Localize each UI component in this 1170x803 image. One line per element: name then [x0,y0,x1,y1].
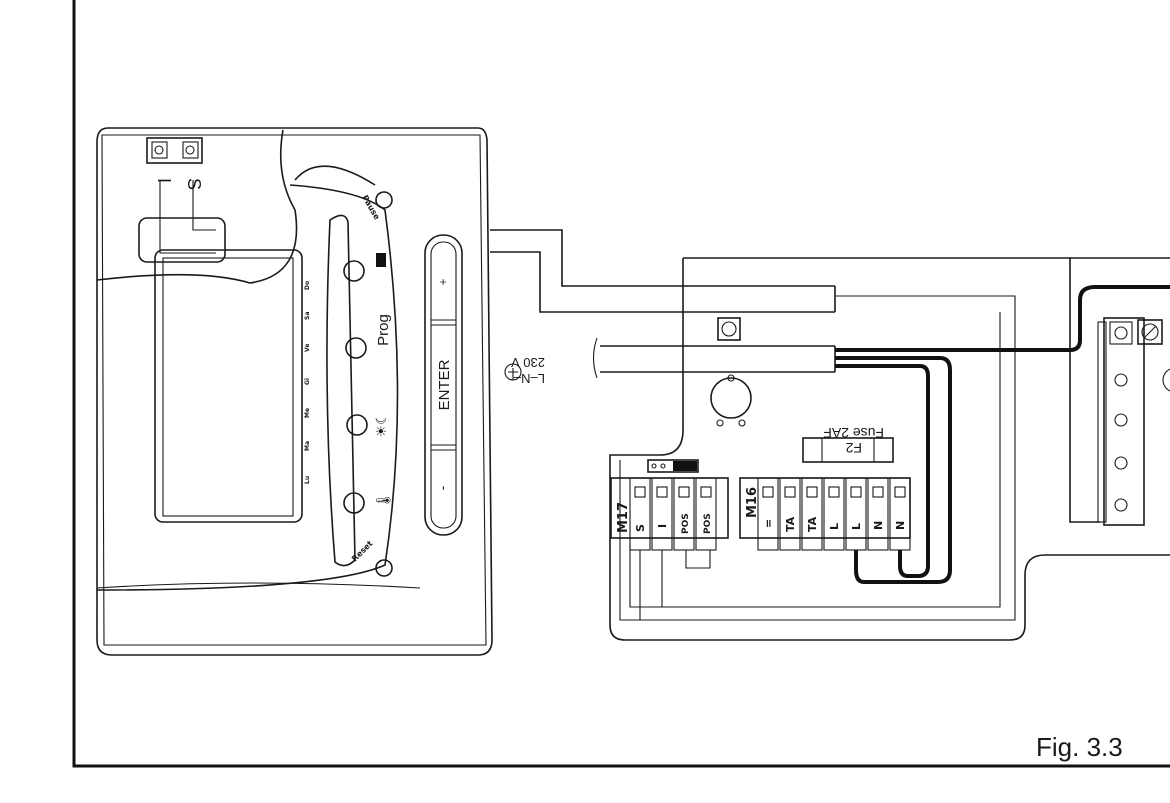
m16-terminal: N [894,521,907,530]
temperature-button[interactable] [343,492,365,514]
reset-label: Reset [350,539,375,564]
fuse-f2 [802,437,894,463]
room-thermostat: I S Lu Ma Me Gi Ve Sa Do Pause Reset Pro… [96,127,493,656]
comfort-economy-button[interactable] [346,414,368,436]
terminal-block-m16: = TA TA L L N N [757,477,911,551]
day-label: Lu [304,476,311,484]
m17-label: M17 [616,502,631,533]
terminal-label-s: S [184,178,204,190]
day-label: Sa [304,312,311,320]
sun-moon-icon: ☀☾ [373,412,389,437]
pause-button[interactable] [375,191,393,209]
plus-button[interactable]: + [436,278,450,285]
line-neutral-label: L–N– [513,371,545,386]
enter-button[interactable]: ENTER [436,359,453,410]
pause-label: Pause [360,194,382,222]
m16-terminal: TA [784,516,797,532]
thermometer-icon: 🌡 [375,491,391,509]
fuse-label: Fuse 2AF [823,425,884,441]
m16-terminal: = [762,519,775,528]
m17-terminal-pos: POS [703,513,713,534]
boiler-board: Fuse 2AF F2 M17 S I POS POS M16 = TA [609,257,1170,641]
thermostat-cable [490,229,835,313]
m17-terminal-pos: POS [681,513,691,534]
terminal-label-i: I [154,178,174,183]
figure-caption: Fig. 3.3 [1036,732,1123,762]
figure-frame [72,0,1170,768]
mode-button[interactable] [343,260,365,282]
enter-rocker[interactable] [424,234,463,536]
day-labels: Lu Ma Me Gi Ve Sa Do [304,281,311,484]
m16-terminal: L [850,523,863,530]
day-label: Gi [304,378,311,385]
right-terminal-strip [1097,317,1170,526]
day-label: Ma [304,441,311,451]
display-screen [154,249,303,523]
day-label: Ve [304,344,311,352]
power-cable: 230 V L–N– [504,337,836,386]
m16-terminal: N [872,521,885,530]
fuse-id: F2 [845,440,862,456]
mode-icon [376,253,386,267]
prog-button[interactable] [345,337,367,359]
voltage-label: 230 V [511,355,545,370]
m16-label: M16 [745,487,760,518]
minus-button[interactable]: - [434,485,450,490]
prog-label: Prog [375,314,392,346]
m17-terminal-s: S [634,524,647,532]
reset-button[interactable] [375,559,393,577]
day-label: Do [304,281,311,290]
m16-terminal: L [828,523,841,530]
m16-terminal: TA [806,516,819,532]
m17-terminal-i: I [656,524,669,528]
terminal-block-m17: S I POS POS [629,477,717,569]
day-label: Me [304,408,311,418]
